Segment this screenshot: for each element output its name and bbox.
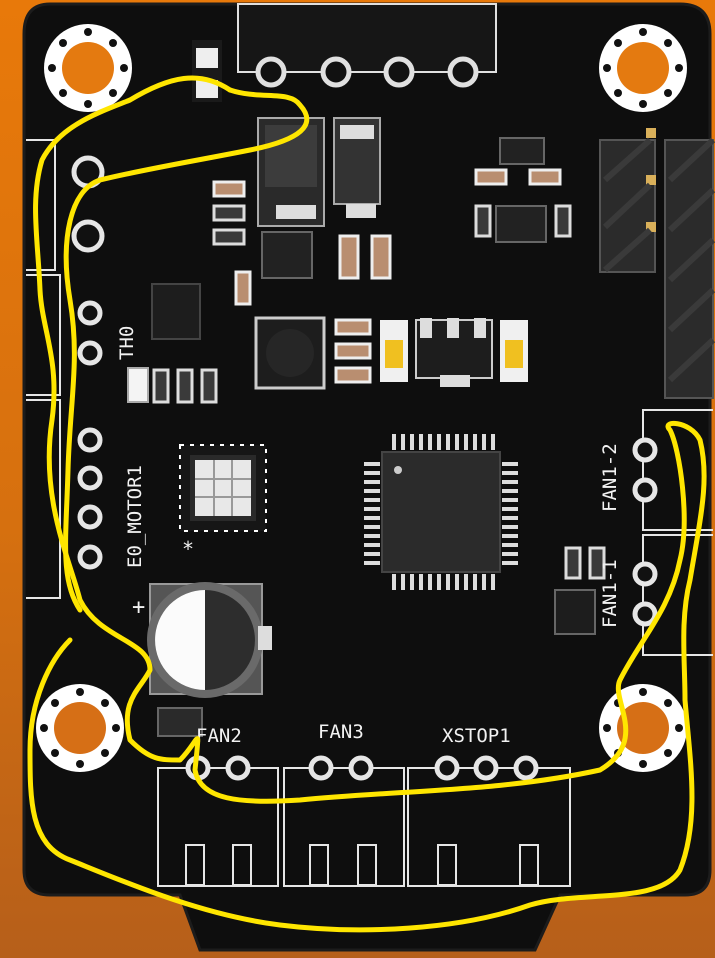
mcu-pin	[364, 471, 380, 475]
mcu-pin	[419, 574, 423, 590]
mcu-pin	[502, 525, 518, 529]
mcu-pin	[502, 471, 518, 475]
mcu-pin	[502, 534, 518, 538]
mcu-pin	[364, 462, 380, 466]
mcu-pin	[482, 434, 486, 450]
mcu-pin	[446, 434, 450, 450]
mcu-pin	[502, 480, 518, 484]
mcu-pin	[364, 480, 380, 484]
qfn-chip	[179, 444, 267, 532]
mcu-pin	[502, 516, 518, 520]
mcu-pin	[364, 516, 380, 520]
mcu-pin	[364, 543, 380, 547]
mcu-pin	[473, 574, 477, 590]
bottom-pins	[185, 755, 539, 781]
mcu-pin	[464, 434, 468, 450]
mcu-pin	[364, 561, 380, 565]
mcu-pin	[502, 507, 518, 511]
top-connector	[237, 3, 497, 88]
mcu-pin	[392, 434, 396, 450]
mcu-pin	[428, 574, 432, 590]
mcu-pin	[455, 434, 459, 450]
mcu-pin	[428, 434, 432, 450]
mcu-pin	[502, 498, 518, 502]
label-fan2: FAN2	[196, 725, 242, 747]
mcu-pin	[502, 489, 518, 493]
mcu-pin	[410, 434, 414, 450]
mcu-pin	[491, 574, 495, 590]
mcu-pin	[392, 574, 396, 590]
power-components	[151, 40, 596, 635]
mcu-pin	[364, 489, 380, 493]
mcu-pin	[364, 552, 380, 556]
electrolytic-capacitor	[147, 582, 272, 737]
left-pins	[71, 155, 105, 570]
label-star: *	[182, 537, 194, 561]
mcu-pin	[410, 574, 414, 590]
mcu-pin	[455, 574, 459, 590]
right-header	[599, 128, 715, 399]
mcu-pin	[464, 574, 468, 590]
label-xstop1: XSTOP1	[442, 725, 511, 747]
hand-drawn-outline	[27, 75, 707, 933]
mcu-pin	[401, 574, 405, 590]
mcu-pin	[446, 574, 450, 590]
mcu-chip	[362, 430, 520, 592]
label-fan1-1: FAN1-1	[599, 559, 621, 628]
label-th0: TH0	[116, 326, 138, 360]
right-fan-connectors	[632, 409, 713, 656]
mcu-pin	[502, 462, 518, 466]
mcu-pin	[364, 498, 380, 502]
hand-drawn-outline-inner	[63, 87, 310, 613]
mcu-pin	[473, 434, 477, 450]
mcu-pin	[437, 574, 441, 590]
mounting-holes	[36, 24, 687, 772]
label-plus: +	[132, 595, 145, 620]
label-fan1-2: FAN1-2	[599, 443, 621, 512]
mcu-pin	[364, 534, 380, 538]
mcu-pin	[491, 434, 495, 450]
mcu-pin	[364, 507, 380, 511]
bottom-connectors	[157, 767, 571, 887]
passive-components	[127, 168, 606, 580]
mcu-pin	[482, 574, 486, 590]
mcu-pin	[419, 434, 423, 450]
label-fan3: FAN3	[318, 721, 364, 743]
mcu-pin	[401, 434, 405, 450]
label-e0-motor1: E0_MOTOR1	[124, 465, 146, 568]
mcu-pin	[437, 434, 441, 450]
mcu-pin	[364, 525, 380, 529]
mcu-pin	[502, 552, 518, 556]
mcu-pin	[502, 561, 518, 565]
mcu-pin	[502, 543, 518, 547]
